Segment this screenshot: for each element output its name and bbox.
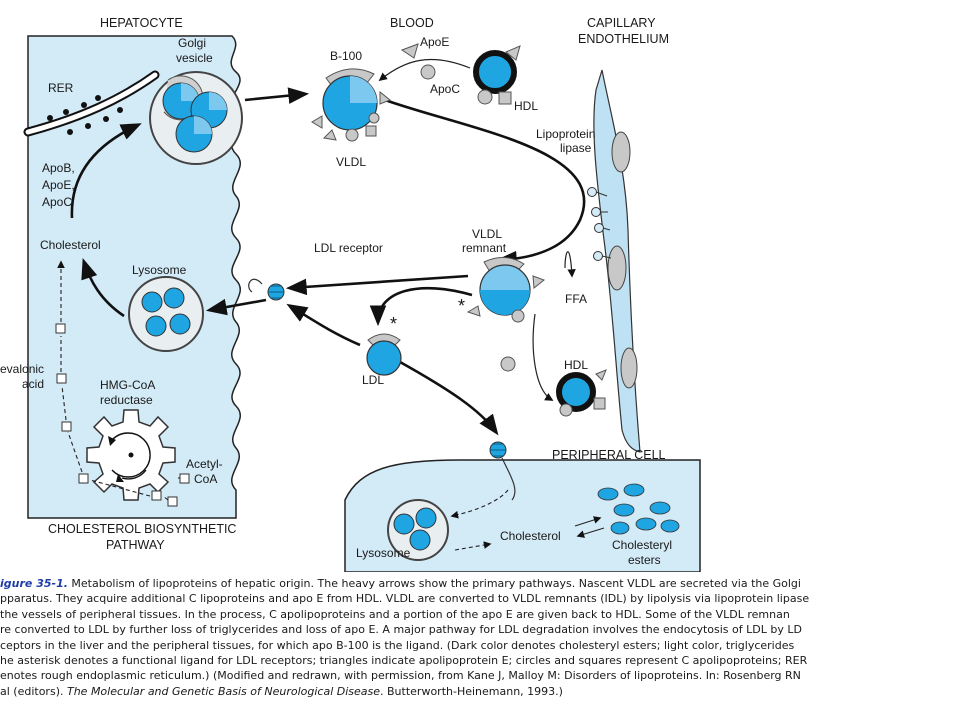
mevalonic-label-1: evalonic xyxy=(0,362,44,376)
arrow-remnant-to-ldl xyxy=(369,286,473,327)
biosynthetic-title-2: PATHWAY xyxy=(106,538,165,552)
apoc-liver-label: ApoC xyxy=(42,195,72,209)
caption-text-1: Metabolism of lipoproteins of hepatic or… xyxy=(67,577,801,590)
acetyl-coa-label-2: CoA xyxy=(194,472,217,486)
hmg-coa-label-2: reductase xyxy=(100,393,153,407)
hdl-bottom-label: HDL xyxy=(564,358,588,372)
arrow-cholesterol-to-golgi xyxy=(70,123,142,219)
peripheral-cell-title: PERIPHERAL CELL xyxy=(552,448,666,462)
capillary-endothelium xyxy=(587,69,641,453)
caption-line-4: re converted to LDL by further loss of t… xyxy=(0,623,802,637)
arrow-remnant-to-ldl-receptor xyxy=(285,274,469,296)
arrow-lysosome-to-cholesterol xyxy=(81,258,125,318)
caption-line-2: pparatus. They acquire additional C lipo… xyxy=(0,592,810,606)
rer-label: RER xyxy=(48,81,74,95)
caption-line-5: ceptors in the liver and the peripheral … xyxy=(0,638,795,652)
figure-caption: igure 35-1. Metabolism of lipoproteins o… xyxy=(0,576,960,716)
vldl-remnant-particle xyxy=(466,257,546,323)
ldl-receptor-label: LDL receptor xyxy=(314,241,383,255)
hepatocyte-title: HEPATOCYTE xyxy=(100,16,183,30)
cholesteryl-ester-droplets xyxy=(597,483,680,535)
blood-title: BLOOD xyxy=(390,16,434,30)
biosynthetic-title-1: CHOLESTEROL BIOSYNTHETIC xyxy=(48,522,236,536)
book-title: The Molecular and Genetic Basis of Neuro… xyxy=(66,684,381,698)
lipoprotein-metabolism-diagram: HEPATOCYTE BLOOD CAPILLARY ENDOTHELIUM G… xyxy=(0,16,701,572)
cholesteryl-label-1: Cholesteryl xyxy=(612,538,672,552)
caption-line-3: the vessels of peripheral tissues. In th… xyxy=(0,607,790,621)
asterisk-remnant: * xyxy=(458,296,465,316)
caption-line-6: he asterisk denotes a functional ligand … xyxy=(0,654,808,668)
lipoprotein-lipase-label-1: Lipoprotein xyxy=(536,127,595,141)
golgi-label-1: Golgi xyxy=(178,36,206,50)
arrow-vldl-to-remnant xyxy=(384,98,586,268)
hdl-bottom-particle xyxy=(500,356,607,417)
vldl-particle xyxy=(311,68,391,142)
cholesterol-peripheral-label: Cholesterol xyxy=(500,529,561,543)
asterisk-ldl: * xyxy=(390,314,397,334)
ldl-receptor-liver xyxy=(248,278,285,301)
apoe-label: ApoE xyxy=(420,35,449,49)
rer xyxy=(23,70,160,137)
arrow-receptor-to-lysosome xyxy=(205,298,267,316)
caption-line-1: igure 35-1. Metabolism of lipoproteins o… xyxy=(0,576,960,591)
lysosome-peripheral-label: Lysosome xyxy=(356,546,411,560)
vldl-remnant-label-1: VLDL xyxy=(472,227,502,241)
b100-label: B-100 xyxy=(330,49,362,63)
acetyl-coa-label-1: Acetyl- xyxy=(186,457,223,471)
cholesteryl-label-2: esters xyxy=(628,553,661,567)
vldl-label: VLDL xyxy=(336,155,366,169)
caption-line-7: enotes rough endoplasmic reticulum.) (Mo… xyxy=(0,669,801,683)
apoe-liver-label: ApoE, xyxy=(42,178,75,192)
lipoprotein-lipase-label-2: lipase xyxy=(560,141,592,155)
caption-text-8b: . Butterworth-Heinemann, 1993.) xyxy=(380,684,563,698)
golgi-vesicle xyxy=(149,71,243,165)
arrow-ldl-to-ldl-receptor xyxy=(286,303,361,347)
apoc-label: ApoC xyxy=(430,82,460,96)
apob-label: ApoB, xyxy=(42,161,75,175)
mevalonic-label-2: acid xyxy=(22,377,44,391)
lysosome-liver-label: Lysosome xyxy=(132,263,187,277)
arrow-golgi-to-vldl xyxy=(244,87,310,104)
hdl-top-particle xyxy=(400,43,521,105)
cholesterol-liver-label: Cholesterol xyxy=(40,238,101,252)
figure-label: igure 35-1. xyxy=(0,577,68,590)
lysosome-liver xyxy=(128,276,204,352)
biosynthetic-pathway xyxy=(55,323,190,507)
capillary-title: CAPILLARY xyxy=(587,16,656,30)
arrow-ldl-to-peripheral xyxy=(399,360,499,436)
caption-text-8a: al (editors). xyxy=(0,684,67,698)
golgi-label-2: vesicle xyxy=(176,51,213,65)
ldl-receptor-peripheral xyxy=(489,441,516,501)
hdl-top-label: HDL xyxy=(514,99,538,113)
hmg-coa-label-1: HMG-CoA xyxy=(100,378,155,392)
vldl-remnant-label-2: remnant xyxy=(462,241,507,255)
ldl-label: LDL xyxy=(362,373,384,387)
caption-line-8: al (editors). The Molecular and Genetic … xyxy=(0,684,960,699)
ldl-particle xyxy=(366,333,402,376)
hmg-coa-reductase-gear xyxy=(86,409,176,501)
ffa-label: FFA xyxy=(565,292,587,306)
lysosome-peripheral xyxy=(387,499,449,561)
endothelium-title: ENDOTHELIUM xyxy=(578,32,669,46)
